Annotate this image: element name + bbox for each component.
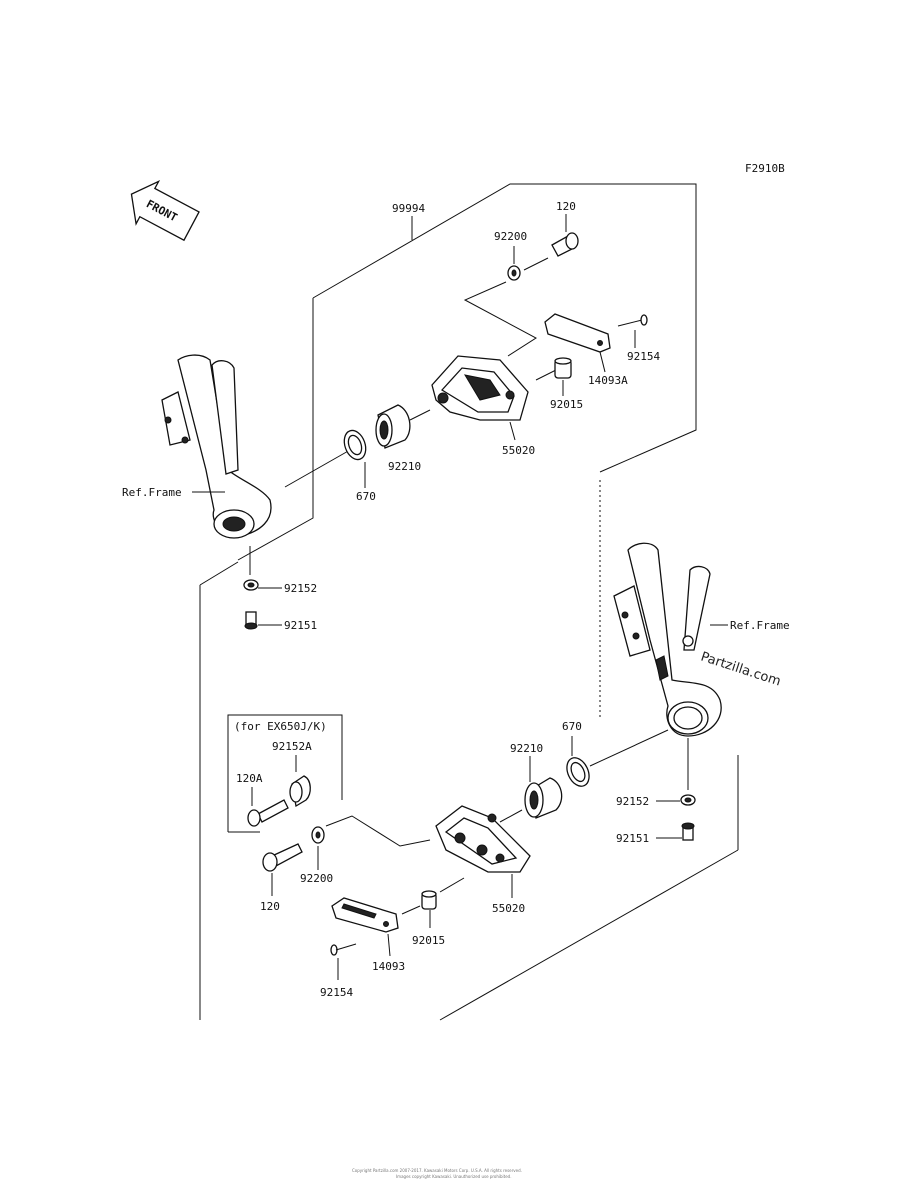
frame-slider-top: [431, 355, 529, 421]
label-nut-left: 92152: [284, 582, 317, 595]
label-plate-bottom: 14093: [372, 960, 405, 973]
collar-top: [554, 357, 572, 379]
bolt-bottom: [262, 843, 303, 872]
nut-left: [243, 579, 259, 591]
label-screw-top: 92154: [627, 350, 660, 363]
label-washer-top: 92200: [494, 230, 527, 243]
label-screw-bottom: 92154: [320, 986, 353, 999]
spacer-bottom: [524, 777, 563, 819]
label-frame-left: Ref.Frame: [122, 486, 182, 499]
label-bolt-bottom: 120: [260, 900, 280, 913]
label-slider-top: 55020: [502, 444, 535, 457]
copyright-line-2: Images copyright Kawasaki. Unauthorized …: [396, 1174, 512, 1179]
label-plate-top: 14093A: [588, 374, 628, 387]
label-bolt-variant: 120A: [236, 772, 263, 785]
variant-note: (for EX650J/K): [234, 720, 327, 733]
washer-top: [507, 265, 521, 281]
bolt-top: [551, 232, 579, 257]
label-collar-top: 92015: [550, 398, 583, 411]
front-arrow-icon: FRONT: [130, 180, 200, 242]
collar-bottom: [421, 890, 437, 910]
bolt-left: [244, 611, 258, 630]
copyright-line-1: Copyright Partzilla.com 2007-2017. Kawas…: [352, 1168, 522, 1173]
label-frame-right: Ref.Frame: [730, 619, 790, 632]
label-washer-bottom: 92200: [300, 872, 333, 885]
label-bolt-left: 92151: [284, 619, 317, 632]
o-ring-top: [343, 429, 367, 461]
label-oring-top: 670: [356, 490, 376, 503]
plate-bottom: [331, 897, 399, 933]
label-oring-bottom: 670: [562, 720, 582, 733]
screw-top: [617, 314, 648, 327]
frame-slider-bottom: [435, 805, 531, 873]
label-slider-bottom: 55020: [492, 902, 525, 915]
right-frame-ref: [613, 542, 722, 737]
plate-top: [544, 313, 611, 353]
label-bolt-right: 92151: [616, 832, 649, 845]
spacer-top: [375, 404, 411, 449]
washer-bottom: [311, 826, 325, 844]
screw-bottom: [330, 943, 357, 956]
label-spacer-variant: 92152A: [272, 740, 312, 753]
bolt-right: [681, 822, 695, 841]
label-kit: 99994: [392, 202, 425, 215]
label-spacer-top: 92210: [388, 460, 421, 473]
kit-outline: [199, 183, 739, 1021]
bolt-variant: [247, 799, 289, 827]
o-ring-bottom: [566, 757, 590, 787]
watermark: Partzilla.com: [699, 650, 783, 690]
spacer-variant: [289, 775, 311, 808]
figure-code: F2910B: [745, 162, 785, 175]
nut-right: [680, 794, 696, 806]
variant-box: (for EX650J/K): [227, 714, 343, 833]
left-frame-ref: [161, 354, 272, 539]
label-collar-bottom: 92015: [412, 934, 445, 947]
label-spacer-bottom: 92210: [510, 742, 543, 755]
label-nut-right: 92152: [616, 795, 649, 808]
label-bolt-top: 120: [556, 200, 576, 213]
